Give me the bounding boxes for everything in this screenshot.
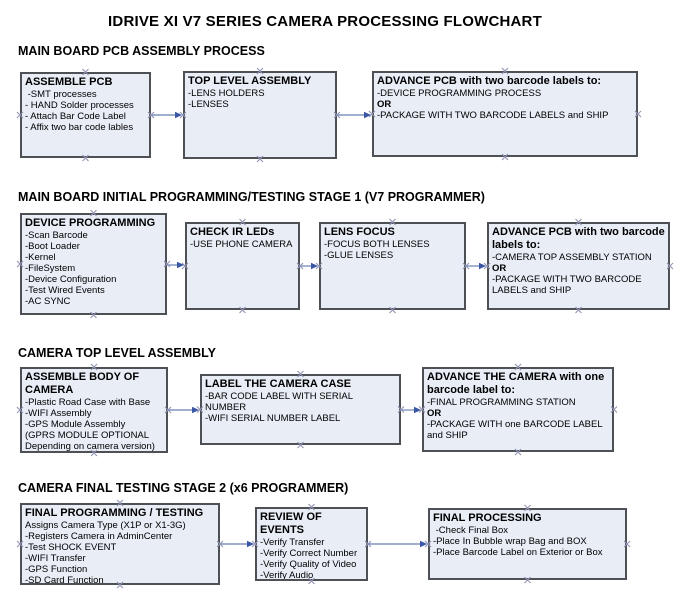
box-line: -Verify Correct Number — [260, 548, 358, 559]
box-line: -Test SHOCK EVENT — [25, 542, 117, 553]
section-header-pcb-assembly: MAIN BOARD PCB ASSEMBLY PROCESS — [18, 44, 265, 58]
box-line: -GPS Function — [25, 564, 88, 575]
flow-arrowhead — [175, 111, 182, 119]
flow-arrowhead — [364, 111, 371, 119]
box-line: -WIFI SERIAL NUMBER LABEL — [205, 413, 341, 424]
box-line: -PACKAGE WITH one BARCODE LABEL and SHIP — [427, 419, 605, 441]
box-line: -FOCUS BOTH LENSES — [324, 239, 430, 250]
flow-box-final-processing: FINAL PROCESSING -Check Final Box -Place… — [428, 508, 627, 580]
box-line: -Kernel — [25, 252, 56, 263]
flow-box-advance-camera: ADVANCE THE CAMERA with one barcode labe… — [422, 367, 614, 452]
flow-arrowhead — [479, 262, 486, 270]
flow-box-assemble-pcb: ASSEMBLE PCB -SMT processes - HAND Solde… — [20, 72, 151, 158]
box-line: -AC SYNC — [25, 296, 71, 307]
box-line: -Verify Audio — [260, 570, 314, 581]
box-line: - HAND Solder processes — [25, 100, 134, 111]
box-line: -LENSES — [188, 99, 229, 110]
section-header-initial-programming: MAIN BOARD INITIAL PROGRAMMING/TESTING S… — [18, 190, 485, 204]
box-title: ADVANCE PCB with two barcode labels to: — [492, 226, 665, 251]
box-line: -BAR CODE LABEL WITH SERIAL NUMBER — [205, 391, 356, 413]
box-line: -SMT processes — [25, 89, 97, 100]
box-title: ADVANCE THE CAMERA with one barcode labe… — [427, 371, 605, 396]
flow-box-advance-pcb-to-camera-top: ADVANCE PCB with two barcode labels to: … — [487, 222, 670, 310]
flow-box-check-ir-leds: CHECK IR LEDs -USE PHONE CAMERA — [185, 222, 300, 310]
box-line: - Attach Bar Code Label — [25, 111, 126, 122]
page-title: IDRIVE XI V7 SERIES CAMERA PROCESSING FL… — [108, 13, 542, 30]
flow-box-top-level-assembly: TOP LEVEL ASSEMBLY -LENS HOLDERS -LENSES — [183, 71, 337, 159]
flow-box-review-of-events: REVIEW OF EVENTS -Verify Transfer -Verif… — [255, 507, 368, 581]
flow-box-device-programming: DEVICE PROGRAMMING -Scan Barcode -Boot L… — [20, 213, 167, 315]
box-title: FINAL PROGRAMMING / TESTING — [25, 507, 204, 519]
box-line: -Verify Quality of Video — [260, 559, 357, 570]
box-title: CHECK IR LEDs — [190, 226, 275, 238]
flow-box-advance-pcb-to-programming: ADVANCE PCB with two barcode labels to: … — [372, 71, 638, 157]
box-line: -Verify Transfer — [260, 537, 325, 548]
section-header-final-testing: CAMERA FINAL TESTING STAGE 2 (x6 PROGRAM… — [18, 481, 349, 495]
box-line: -Boot Loader — [25, 241, 80, 252]
box-line: -Check Final Box — [433, 525, 508, 536]
flow-box-lens-focus: LENS FOCUS -FOCUS BOTH LENSES -GLUE LENS… — [319, 222, 466, 310]
box-title: LABEL THE CAMERA CASE — [205, 378, 352, 390]
box-title: ASSEMBLE BODY OF CAMERA — [25, 371, 140, 396]
box-title: TOP LEVEL ASSEMBLY — [188, 75, 312, 87]
box-line: -WIFI Assembly — [25, 408, 92, 419]
box-line: -LENS HOLDERS — [188, 88, 265, 99]
flow-arrowhead — [420, 540, 427, 548]
box-line: -PACKAGE WITH TWO BARCODE LABELS and SHI… — [492, 274, 645, 296]
flow-arrowhead — [414, 406, 421, 414]
box-line: -Scan Barcode — [25, 230, 88, 241]
flow-box-final-programming-testing: FINAL PROGRAMMING / TESTING Assigns Came… — [20, 503, 220, 585]
box-line: -GPS Module Assembly — [25, 419, 126, 430]
box-line: -SD Card Function — [25, 575, 104, 585]
box-line: -Registers Camera in AdminCenter — [25, 531, 173, 542]
box-line: -Device Configuration — [25, 274, 117, 285]
box-line: -GLUE LENSES — [324, 250, 394, 261]
box-line: -Place Barcode Label on Exterior or Box — [433, 547, 603, 558]
box-line: - Affix two bar code lables — [25, 122, 134, 133]
box-line: -FINAL PROGRAMMING STATION — [427, 397, 576, 408]
box-title: LENS FOCUS — [324, 226, 395, 238]
box-line: -USE PHONE CAMERA — [190, 239, 293, 250]
flow-arrowhead — [177, 261, 184, 269]
box-title: ASSEMBLE PCB — [25, 76, 113, 88]
box-line: Assigns Camera Type (X1P or X1-3G) — [25, 520, 186, 531]
box-line: -PACKAGE WITH TWO BARCODE LABELS and SHI… — [377, 110, 609, 121]
box-line-or: OR — [377, 99, 392, 110]
box-title: FINAL PROCESSING — [433, 512, 542, 524]
section-header-camera-top-assembly: CAMERA TOP LEVEL ASSEMBLY — [18, 346, 216, 360]
flow-arrowhead — [311, 262, 318, 270]
box-line: -Test Wired Events — [25, 285, 105, 296]
box-line: -FileSystem — [25, 263, 76, 274]
box-line: -WIFI Transfer — [25, 553, 86, 564]
flow-arrowhead — [247, 540, 254, 548]
flow-box-label-camera-case: LABEL THE CAMERA CASE -BAR CODE LABEL WI… — [200, 374, 401, 445]
flow-box-assemble-body: ASSEMBLE BODY OF CAMERA -Plastic Road Ca… — [20, 367, 168, 453]
box-line: (GPRS MODULE OPTIONAL Depending on camer… — [25, 430, 155, 452]
box-line: -Plastic Road Case with Base — [25, 397, 151, 408]
flow-arrowhead — [192, 406, 199, 414]
box-line: -Place In Bubble wrap Bag and BOX — [433, 536, 587, 547]
box-title: ADVANCE PCB with two barcode labels to: — [377, 75, 602, 87]
box-title: REVIEW OF EVENTS — [260, 511, 322, 536]
box-line-or: OR — [427, 408, 442, 419]
box-line: -DEVICE PROGRAMMING PROCESS — [377, 88, 542, 99]
box-title: DEVICE PROGRAMMING — [25, 217, 156, 229]
box-line-or: OR — [492, 263, 507, 274]
box-line: -CAMERA TOP ASSEMBLY STATION — [492, 252, 652, 263]
